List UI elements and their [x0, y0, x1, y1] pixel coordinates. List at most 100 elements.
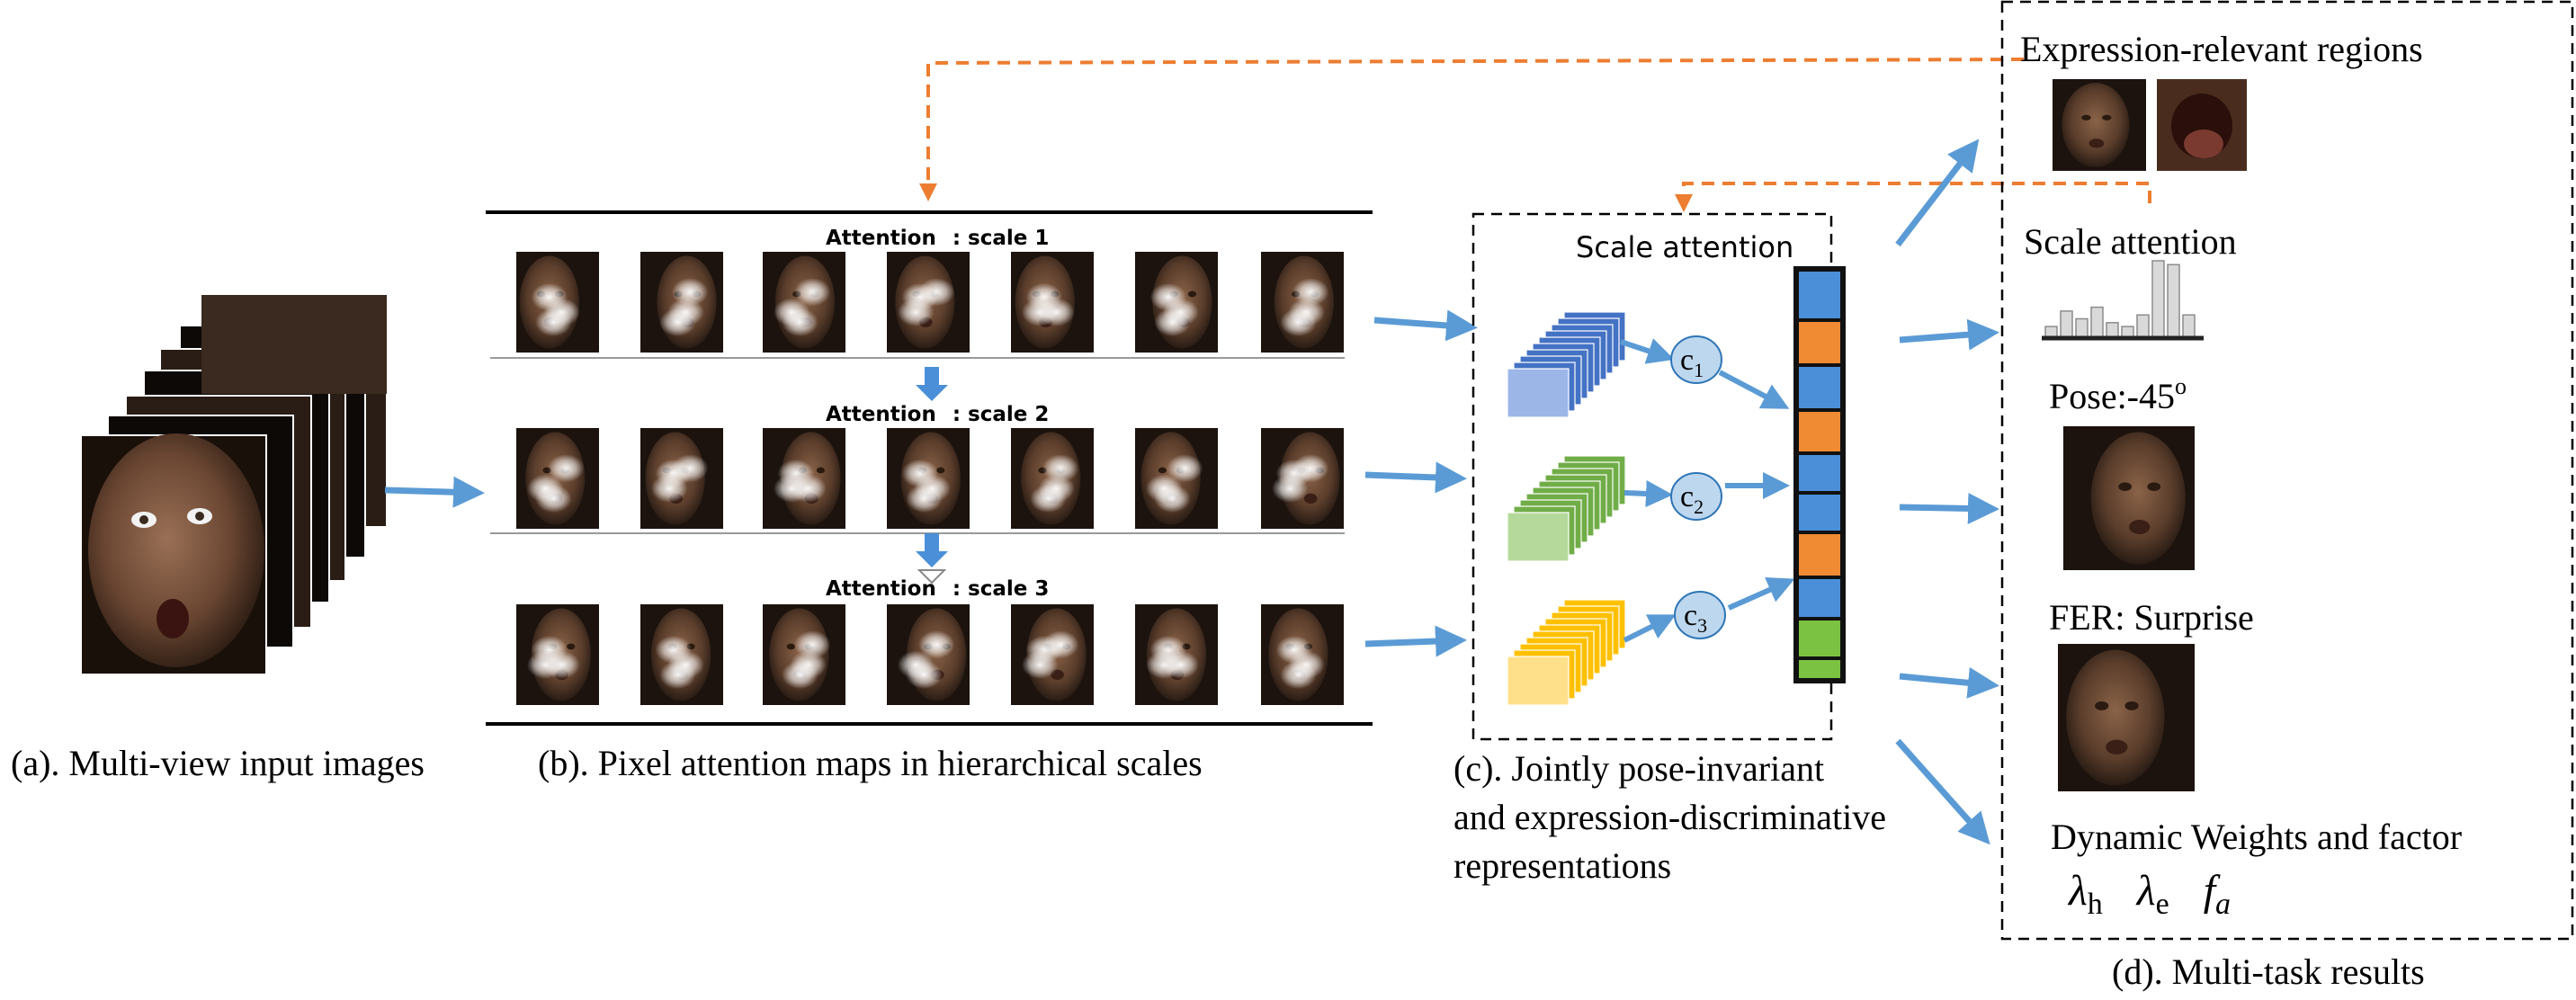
feedback-to-pixel-attention [919, 58, 2025, 201]
scale-bar-5 [2106, 322, 2119, 339]
regions-label: Expression-relevant regions [2020, 29, 2423, 69]
input-image-stack [80, 294, 388, 675]
expression-region-crops [2053, 79, 2247, 171]
branch-node-c2 [1670, 472, 1722, 521]
row2-to-module-arrow [1364, 461, 1467, 494]
attention-thumb-r1-c6 [1135, 252, 1218, 353]
branch-label-c2: c2 [1680, 480, 1704, 518]
row1-to-module-arrow [1373, 309, 1478, 342]
branch-label-c3: c3 [1684, 599, 1707, 637]
feedback-to-scale-attention [1675, 182, 2151, 212]
scale-attention-label: Scale attention [2024, 221, 2237, 262]
scale-bar-8 [2151, 260, 2165, 339]
out-arrow-fer [1899, 666, 1999, 699]
caption-c-line-2: and expression-discriminative [1453, 797, 1886, 837]
feature-cell-2 [1795, 318, 1844, 367]
feature-cell-7 [1795, 531, 1844, 579]
attention-thumb-r3-c6 [1135, 604, 1218, 705]
branch-1-in-arrow [1620, 338, 1675, 364]
attention-thumb-r2-c6 [1135, 428, 1218, 529]
feature-maps-scale-1 [1507, 311, 1626, 418]
fer-face-image [2058, 644, 2195, 791]
scale-bar-4 [2090, 306, 2104, 339]
feature-cell-6 [1795, 491, 1844, 534]
branch-node-c1 [1670, 335, 1722, 384]
feature-cell-10 [1795, 656, 1844, 682]
attention-thumb-r3-c4 [887, 604, 970, 705]
scale-bar-3 [2075, 317, 2089, 339]
row-label-scale-1: Attention: scale 1 [826, 227, 1049, 250]
attention-thumb-r3-c7 [1261, 604, 1344, 705]
results-caption: (d). Multi-task results [2112, 951, 2425, 992]
pose-face-image [2063, 426, 2195, 570]
pixel-attention-caption: (b). Pixel attention maps in hierarchica… [538, 743, 1203, 783]
surprised-face-input [80, 433, 267, 675]
attention-thumb-r1-c3 [763, 252, 845, 353]
attention-thumb-r2-c7 [1261, 428, 1344, 529]
scale-bar-9 [2167, 263, 2180, 339]
attention-thumb-r2-c1 [516, 428, 599, 529]
attention-thumb-r1-c4 [887, 252, 970, 353]
scale-attention-title: Scale attention [1576, 230, 1793, 264]
scale-attention-bar-chart [2042, 260, 2204, 341]
feature-cell-8 [1795, 576, 1844, 621]
branch-3-out-arrow [1727, 576, 1795, 611]
attention-thumb-r3-c2 [640, 604, 723, 705]
out-arrow-pose [1899, 492, 1999, 524]
out-arrow-scale [1899, 318, 1999, 351]
lambda-e-symbol: λ [2135, 867, 2156, 915]
pose-label: Pose:-45o [2049, 373, 2187, 416]
region-crop-mouth [2157, 79, 2247, 171]
scale-bar-7 [2136, 314, 2150, 339]
lambda-h-symbol: λ [2067, 867, 2088, 915]
feature-maps-scale-3 [1507, 599, 1626, 706]
pose-face-crop [2063, 426, 2195, 570]
row-label-scale-3: Attention: scale 3 [826, 577, 1049, 601]
scale-attention-module: Scale attention c1 c2 c3 [1471, 212, 1846, 741]
feature-maps-scale-2 [1507, 455, 1626, 562]
row3-to-module-arrow [1364, 625, 1467, 657]
attention-thumb-r3-c3 [763, 604, 845, 705]
attention-thumb-r1-c7 [1261, 252, 1344, 353]
branch-node-c3 [1674, 591, 1726, 639]
feature-column-frame [1793, 266, 1846, 683]
feature-cell-3 [1795, 363, 1844, 412]
branch-3-in-arrow [1623, 614, 1677, 643]
attention-thumb-r1-c1 [516, 252, 599, 353]
scale-bar-10 [2182, 314, 2196, 339]
attention-thumb-r1-c5 [1011, 252, 1094, 353]
attention-thumb-r1-c2 [640, 252, 723, 353]
scale-down-arrow-2 [916, 533, 948, 585]
row-label-scale-2: Attention: scale 2 [826, 403, 1049, 426]
out-arrow-weights [1895, 738, 1990, 845]
attention-thumb-r2-c3 [763, 428, 845, 529]
feature-cell-5 [1795, 451, 1844, 495]
attention-thumb-r2-c2 [640, 428, 723, 529]
input-to-attention-arrow [384, 476, 485, 508]
attention-thumb-r2-c4 [887, 428, 970, 529]
results-dashed-box [2000, 0, 2574, 941]
branch-2-in-arrow [1623, 480, 1673, 507]
weights-label: Dynamic Weights and factor [2051, 817, 2462, 857]
input-caption: (a). Multi-view input images [11, 743, 425, 783]
attention-thumb-r2-c5 [1011, 428, 1094, 529]
feature-cell-9 [1795, 617, 1844, 660]
scale-bar-2 [2060, 310, 2073, 339]
fer-face-crop [2058, 644, 2195, 791]
attention-thumb-r3-c5 [1011, 604, 1094, 705]
weight-symbols: λh λe fa [2067, 867, 2231, 924]
out-arrow-regions [1895, 138, 1980, 247]
branch-1-out-arrow [1718, 370, 1790, 409]
region-crop-eye [2053, 79, 2146, 171]
fer-label: FER: Surprise [2049, 597, 2254, 638]
caption-c-line-1: (c). Jointly pose-invariant [1453, 748, 1824, 789]
feature-cell-4 [1795, 408, 1844, 455]
branch-label-c1: c1 [1680, 344, 1704, 381]
multi-task-results-panel: Expression-relevant regions Scale attent… [2000, 0, 2574, 941]
pixel-attention-panel: Attention: scale 1 Attention: scale 2 At… [486, 210, 1373, 726]
feature-cell-1 [1795, 268, 1844, 322]
scale-down-arrow-1 [916, 367, 948, 401]
attention-thumb-r3-c1 [516, 604, 599, 705]
caption-c-line-3: representations [1453, 845, 1671, 886]
